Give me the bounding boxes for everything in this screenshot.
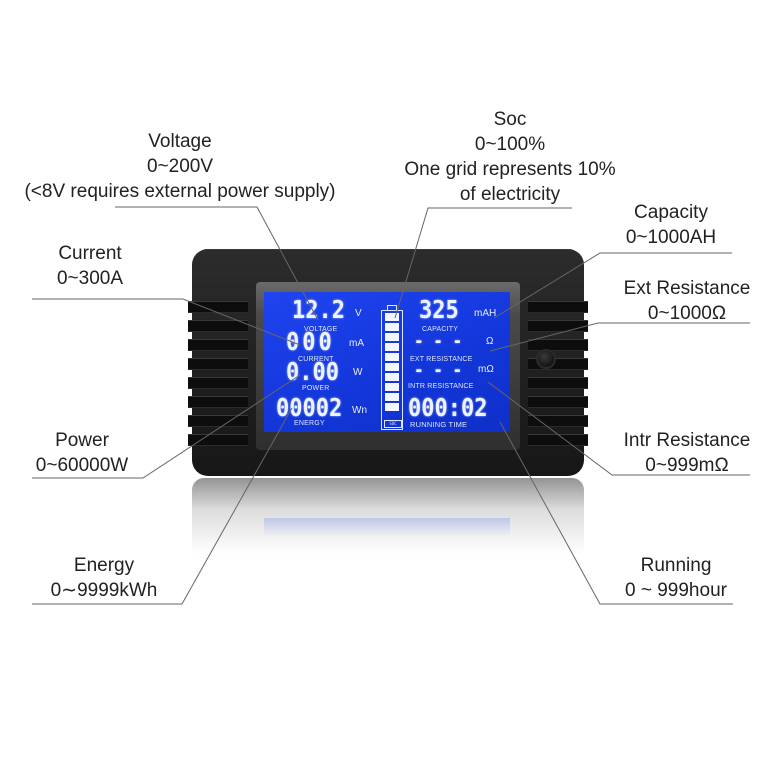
- intr-resistance-title: Intr Resistance: [623, 430, 751, 451]
- running-range: 0 ~ 999hour: [625, 580, 727, 601]
- capacity-value: 325: [419, 296, 459, 325]
- voltage-note: (<8V requires external power supply): [24, 181, 336, 202]
- energy-unit: Wn: [352, 405, 367, 416]
- ext-resistance-title: Ext Resistance: [623, 278, 751, 299]
- soc-battery-gauge: SOC: [381, 310, 403, 430]
- callout-capacity: Capacity 0~1000AH: [606, 200, 736, 250]
- soc-cell: [385, 393, 399, 401]
- capacity-title: Capacity: [634, 202, 708, 223]
- ext-resistance-unit: Ω: [486, 336, 494, 347]
- power-title: Power: [55, 430, 109, 451]
- current-range: 0~300A: [56, 268, 124, 289]
- lcd-screen: 12.2 V VOLTAGE 000 mA CURRENT 0.00 W POW…: [264, 292, 510, 432]
- callout-soc: Soc 0~100% One grid represents 10% of el…: [380, 107, 640, 207]
- soc-cell: [385, 333, 399, 341]
- intr-resistance-value: - - -: [414, 358, 463, 381]
- callout-voltage: Voltage 0~200V (<8V requires external po…: [10, 129, 350, 204]
- soc-cell: [385, 373, 399, 381]
- soc-range: 0~100%: [474, 134, 546, 155]
- soc-cell: [385, 403, 399, 411]
- power-value: 0.00: [286, 358, 339, 387]
- battery-monitor-device: 12.2 V VOLTAGE 000 mA CURRENT 0.00 W POW…: [188, 249, 588, 476]
- capacity-caption: CAPACITY: [422, 326, 459, 333]
- intr-resistance-unit: mΩ: [478, 364, 494, 375]
- callout-current: Current 0~300A: [30, 241, 150, 291]
- right-vent-grille: [528, 301, 588, 453]
- left-vent-grille: [188, 301, 248, 453]
- soc-cell: [385, 313, 399, 321]
- soc-note-1: One grid represents 10%: [404, 159, 616, 180]
- ext-resistance-caption: EXT RESISTANCE: [410, 356, 473, 363]
- voltage-range: 0~200V: [146, 156, 214, 177]
- voltage-title: Voltage: [148, 131, 212, 152]
- soc-cell: [385, 353, 399, 361]
- power-unit: W: [353, 367, 363, 378]
- voltage-caption: VOLTAGE: [304, 326, 338, 333]
- running-time-value: 000:02: [408, 394, 488, 423]
- callout-intr-resistance: Intr Resistance 0~999mΩ: [612, 428, 762, 478]
- running-time-caption: RUNNING TIME: [410, 420, 468, 429]
- energy-title: Energy: [73, 555, 135, 576]
- capacity-range: 0~1000AH: [625, 227, 717, 248]
- intr-resistance-range: 0~999mΩ: [645, 455, 729, 476]
- current-caption: CURRENT: [298, 356, 334, 363]
- callout-ext-resistance: Ext Resistance 0~1000Ω: [612, 276, 762, 326]
- callout-power: Power 0~60000W: [22, 428, 142, 478]
- current-value: 000: [286, 328, 335, 357]
- power-caption: POWER: [302, 385, 330, 392]
- energy-range: 0∼9999kWh: [50, 580, 158, 601]
- device-reflection: [192, 478, 584, 568]
- callout-running: Running 0 ~ 999hour: [606, 553, 746, 603]
- current-title: Current: [58, 243, 122, 264]
- energy-value: 00002: [276, 394, 343, 423]
- ext-resistance-range: 0~1000Ω: [647, 303, 727, 324]
- soc-title: Soc: [493, 109, 527, 130]
- current-unit: mA: [349, 338, 364, 349]
- device-button[interactable]: [536, 349, 556, 369]
- soc-cell: [385, 363, 399, 371]
- callout-energy: Energy 0∼9999kWh: [34, 553, 174, 603]
- soc-cell: [385, 323, 399, 331]
- capacity-unit: mAH: [474, 308, 497, 319]
- running-title: Running: [640, 555, 712, 576]
- intr-resistance-caption: INTR RESISTANCE: [408, 383, 474, 390]
- soc-note-2: of electricity: [459, 184, 561, 205]
- power-range: 0~60000W: [35, 455, 129, 476]
- voltage-value: 12.2: [292, 296, 345, 325]
- ext-resistance-value: - - -: [414, 329, 463, 352]
- voltage-unit: V: [355, 308, 362, 319]
- energy-caption: ENERGY: [294, 420, 325, 427]
- soc-cell: [385, 343, 399, 351]
- soc-label: SOC: [384, 420, 402, 428]
- soc-cell: [385, 383, 399, 391]
